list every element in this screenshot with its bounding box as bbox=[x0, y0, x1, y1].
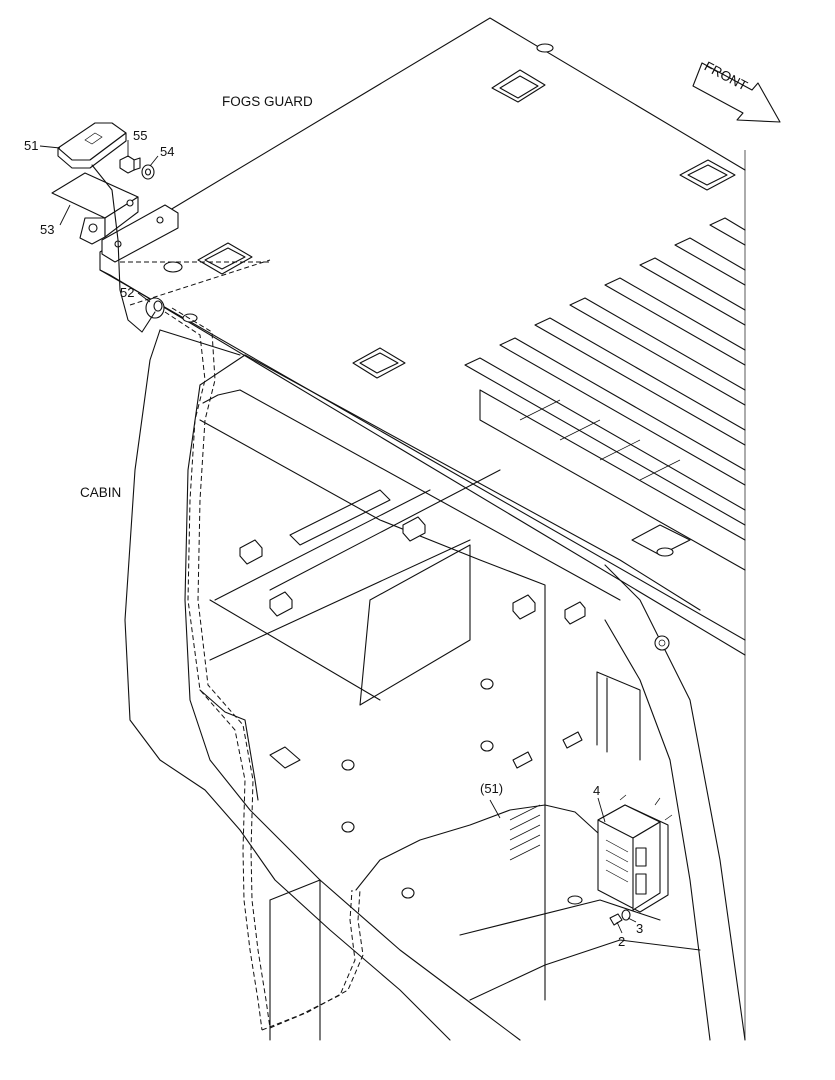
controller-unit-4 bbox=[597, 794, 673, 913]
antenna-cable bbox=[91, 164, 156, 333]
fogs-guard-label: FOGS GUARD bbox=[222, 94, 313, 109]
callout-54: 54 bbox=[160, 144, 174, 159]
cabin-structure bbox=[124, 150, 746, 1041]
callout-55: 55 bbox=[133, 128, 147, 143]
callout-51: 51 bbox=[24, 138, 38, 153]
controller-cable bbox=[355, 804, 599, 891]
washer-3 bbox=[621, 909, 631, 921]
callout-3: 3 bbox=[636, 921, 643, 936]
front-direction-arrow: FRONT bbox=[692, 58, 781, 123]
callout-4: 4 bbox=[593, 783, 600, 798]
branch-cable bbox=[199, 689, 259, 801]
fogs-guard-frame bbox=[99, 17, 746, 656]
washer-54 bbox=[141, 164, 155, 180]
antenna-51 bbox=[57, 122, 127, 169]
bolt-2 bbox=[609, 913, 623, 926]
callout-53: 53 bbox=[40, 222, 54, 237]
callout-52: 52 bbox=[120, 285, 134, 300]
bracket-53 bbox=[51, 172, 139, 245]
callout-2: 2 bbox=[618, 934, 625, 949]
bolt-55 bbox=[119, 155, 141, 174]
harness-route bbox=[164, 307, 364, 1031]
leader-lines bbox=[39, 140, 637, 934]
cabin-label: CABIN bbox=[80, 485, 121, 500]
grommet-52 bbox=[145, 297, 165, 319]
callout-51-ref: (51) bbox=[480, 781, 503, 796]
